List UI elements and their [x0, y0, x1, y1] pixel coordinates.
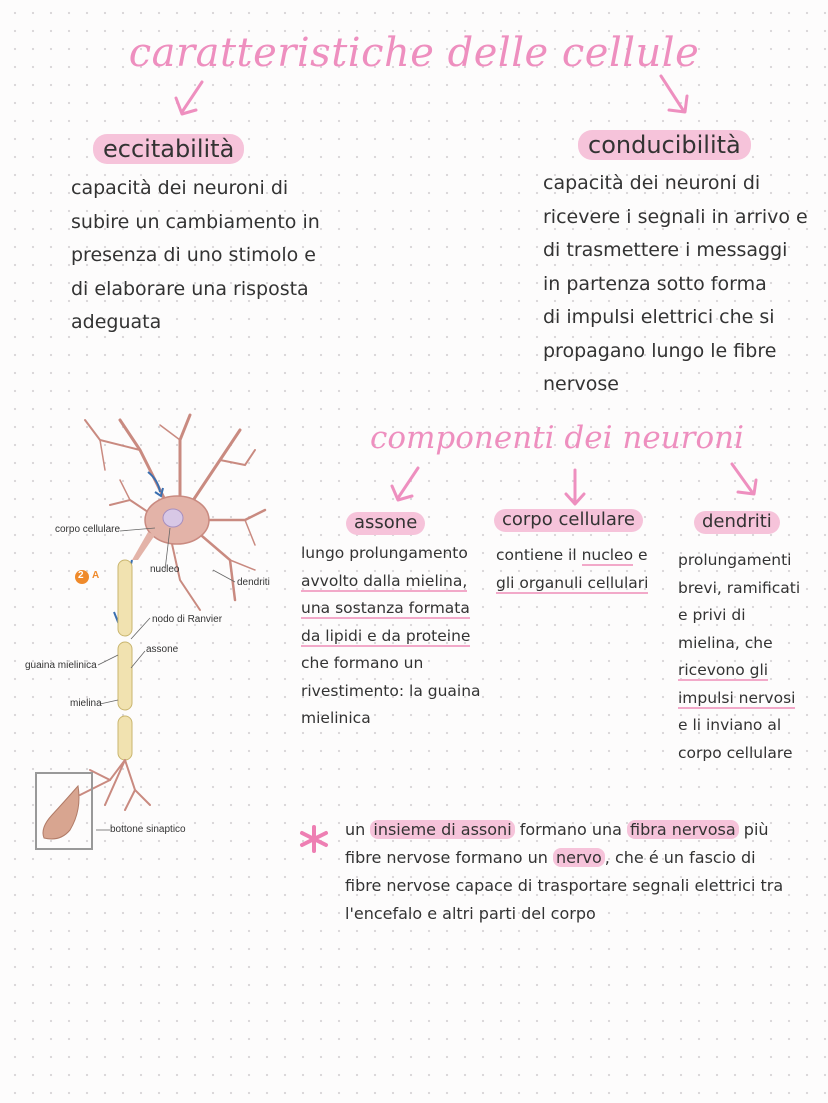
text-fragment: formano una — [514, 820, 628, 839]
label-nucleo: nucleo — [150, 564, 180, 575]
dendriti-text: prolungamenti brevi, ramificati e privi … — [678, 547, 800, 767]
conducibilita-heading: conducibilità — [578, 130, 751, 160]
text-line: una sostanza formata — [301, 599, 470, 619]
text-line: avvolto dalla mielina, — [301, 571, 468, 592]
text-line: fibre nervose formano un nervo, che é un… — [345, 844, 783, 872]
text-fragment: contiene il — [496, 546, 582, 564]
text-line: subire un cambiamento in — [71, 210, 320, 233]
text-line: impulsi nervosi — [678, 688, 796, 709]
figure-badge: 2 — [78, 570, 84, 581]
arrow-down-icon — [564, 468, 586, 506]
label-bottone-sinaptico: bottone sinaptico — [110, 824, 186, 835]
eccitabilita-heading: eccitabilità — [93, 134, 245, 164]
label-guaina-mielinica: guaina mielinica — [25, 660, 97, 671]
dendriti-heading: dendriti — [694, 511, 780, 534]
text-line: corpo cellulare — [678, 743, 793, 762]
text-line: brevi, ramificati — [678, 578, 801, 597]
text-line: prolungamenti — [678, 551, 792, 569]
assone-heading: assone — [346, 512, 426, 535]
label-mielina: mielina — [70, 698, 102, 709]
text-line: mielina, che — [678, 633, 773, 652]
text-line: di elaborare una risposta — [71, 277, 309, 300]
arrow-down-right-icon — [659, 74, 689, 114]
assone-text: lungo prolungamento avvolto dalla mielin… — [301, 540, 481, 733]
text-line: che formano un — [301, 654, 424, 672]
text-line: rivestimento: la guaina — [301, 681, 481, 700]
conducibilita-label: conducibilità — [578, 130, 751, 160]
text-line: ricevere i segnali in arrivo e — [543, 205, 808, 228]
text-line: e privi di — [678, 606, 746, 624]
highlighted-term: fibra nervosa — [627, 820, 739, 839]
text-line: gli organuli cellulari — [496, 573, 649, 594]
text-line: in partenza sotto forma — [543, 272, 767, 295]
text-fragment: più — [738, 820, 769, 839]
label-corpo-cellulare: corpo cellulare — [55, 524, 121, 535]
figure-badge-letter: A — [92, 570, 100, 581]
conducibilita-text: capacità dei neuroni di ricevere i segna… — [543, 167, 808, 402]
components-title: componenti dei neuroni — [370, 420, 745, 456]
text-line: lungo prolungamento — [301, 544, 468, 562]
page-title: caratteristiche delle cellule — [128, 30, 700, 76]
text-line: fibre nervose capace di trasportare segn… — [345, 876, 784, 895]
corpo-text: contiene il nucleo e gli organuli cellul… — [496, 542, 649, 597]
text-line: presenza di uno stimolo e — [71, 244, 316, 266]
text-line: contiene il nucleo e — [496, 542, 648, 570]
assone-label: assone — [346, 512, 426, 535]
text-line: e li inviano al — [678, 716, 782, 734]
label-assone: assone — [146, 644, 179, 655]
eccitabilita-text: capacità dei neuroni di subire un cambia… — [71, 172, 320, 340]
note-text: un insieme di assoni formano una fibra n… — [345, 816, 783, 928]
text-line: nervose — [543, 373, 619, 395]
text-line: un insieme di assoni formano una fibra n… — [345, 816, 783, 844]
text-line: l'encefalo e altri parti del corpo — [345, 904, 596, 923]
highlighted-term: nervo — [552, 848, 605, 867]
text-line: propagano lungo le fibre — [543, 339, 777, 362]
corpo-heading: corpo cellulare — [494, 509, 643, 532]
neuron-illustration — [35, 413, 267, 850]
text-fragment: , che é un fascio di — [604, 848, 756, 867]
text-line: ricevono gli — [678, 661, 769, 681]
arrow-down-left-icon — [390, 466, 420, 502]
text-line: mielinica — [301, 709, 371, 727]
label-dendriti: dendriti — [237, 577, 270, 588]
text-fragment: fibre nervose formano un — [345, 848, 553, 867]
text-line: di impulsi elettrici che si — [543, 306, 775, 328]
text-line: di trasmettere i messaggi — [543, 239, 788, 261]
text-fragment: e — [633, 546, 648, 564]
text-fragment: nucleo — [581, 546, 634, 566]
arrow-down-right-icon — [730, 462, 758, 496]
text-fragment: un — [345, 820, 371, 839]
text-line: da lipidi e da proteine — [301, 626, 471, 647]
text-line: capacità dei neuroni di — [543, 172, 761, 194]
corpo-label: corpo cellulare — [494, 509, 643, 532]
highlighted-term: insieme di assoni — [370, 820, 515, 839]
text-line: capacità dei neuroni di — [71, 177, 289, 199]
eccitabilita-label: eccitabilità — [93, 134, 245, 164]
asterisk-icon — [300, 825, 328, 853]
label-nodo-ranvier: nodo di Ranvier — [152, 614, 223, 625]
dendriti-label: dendriti — [694, 511, 780, 534]
arrow-down-left-icon — [174, 80, 204, 116]
text-line: adeguata — [71, 311, 162, 333]
